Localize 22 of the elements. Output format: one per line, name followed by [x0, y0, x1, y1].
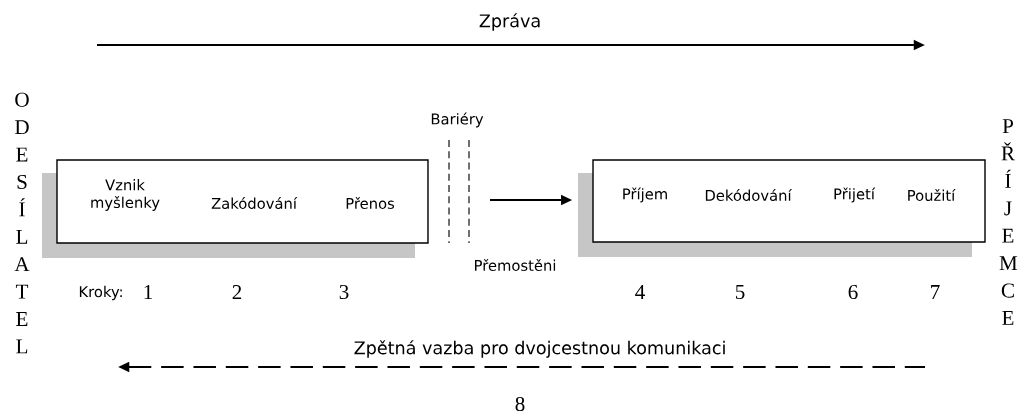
- step-label: Přijetí: [834, 187, 876, 203]
- vertical-label: ODESÍLATEL: [14, 92, 30, 354]
- step-label: Zakódování: [211, 197, 298, 209]
- arrow-label: Zpětná vazba pro dvojcestnou komunikaci: [354, 340, 725, 358]
- step-number: 7: [931, 285, 940, 299]
- arrow-label: Zpráva: [479, 13, 540, 31]
- step-number: 1: [144, 285, 152, 299]
- step-label: Přenos: [346, 197, 395, 209]
- step-number: 8: [515, 396, 525, 412]
- vertical-label: PŘÍJEMCE: [999, 119, 1018, 325]
- step-number: 5: [735, 285, 745, 299]
- step-label: Příjem: [623, 187, 667, 203]
- step-label: Použití: [908, 189, 956, 201]
- step-number: 3: [339, 284, 349, 300]
- edge-label: Přemostěni: [475, 259, 556, 271]
- barrier-label: Bariéry: [431, 112, 484, 128]
- step-number: 4: [635, 285, 645, 299]
- step-number: 6: [848, 284, 858, 300]
- step-label: Dekódování: [705, 189, 792, 201]
- step-label: Vznik myšlenky: [91, 179, 160, 211]
- step-number: 2: [232, 285, 242, 299]
- steps-label: Kroky:: [79, 285, 122, 301]
